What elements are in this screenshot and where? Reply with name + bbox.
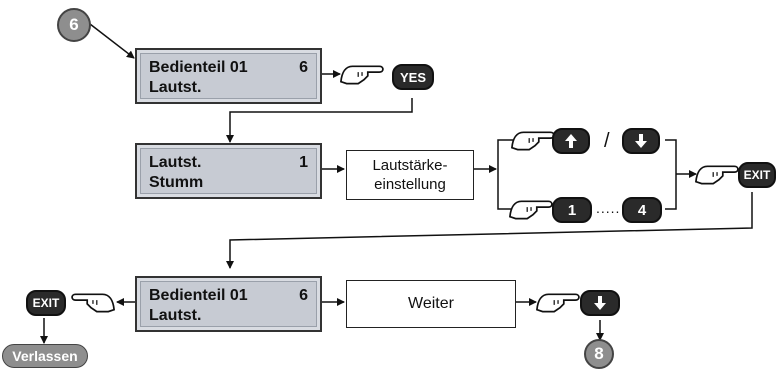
exit-destination-badge: Verlassen <box>2 344 88 368</box>
range-dots: ..... <box>596 200 621 216</box>
yes-key-label: YES <box>399 69 426 85</box>
hand-icon <box>695 165 739 185</box>
key-1-label: 1 <box>567 201 577 219</box>
lcd2-line2: Stumm <box>149 174 204 191</box>
slash-separator: / <box>604 130 610 152</box>
lcd-display-1: Bedienteil 01 6 Lautst. <box>135 48 322 104</box>
down-key-bottom[interactable] <box>580 290 620 316</box>
continue-box: Weiter <box>346 280 516 328</box>
lcd1-value: 6 <box>299 59 308 76</box>
continue-label: Weiter <box>408 295 454 312</box>
key-1[interactable]: 1 <box>552 197 592 223</box>
lcd3-line2: Lautst. <box>149 307 202 324</box>
lcd3-value: 6 <box>299 287 308 304</box>
hand-icon <box>536 293 580 313</box>
step-end-label: 8 <box>594 344 604 363</box>
yes-key[interactable]: YES <box>392 64 434 90</box>
lcd-display-2: Lautst. 1 Stumm <box>135 143 322 199</box>
step-start-label: 6 <box>69 15 79 34</box>
hand-icon <box>509 200 553 220</box>
exit-key-left[interactable]: EXIT <box>26 290 66 316</box>
arrow-down-icon <box>635 134 647 148</box>
hand-icon <box>511 131 555 151</box>
up-key[interactable] <box>552 128 590 154</box>
key-4[interactable]: 4 <box>622 197 662 223</box>
down-key[interactable] <box>622 128 660 154</box>
exit-key-label: EXIT <box>743 168 771 182</box>
hand-icon <box>71 293 115 313</box>
lcd1-line1: Bedienteil 01 <box>149 59 248 76</box>
lcd1-line2: Lautst. <box>149 79 202 96</box>
lcd-display-3: Bedienteil 01 6 Lautst. <box>135 276 322 332</box>
volume-setting-line2: einstellung <box>374 176 446 193</box>
arrow-up-icon <box>565 134 577 148</box>
lcd3-line1: Bedienteil 01 <box>149 287 248 304</box>
exit-destination-label: Verlassen <box>12 348 78 364</box>
hand-icon <box>340 65 384 85</box>
step-end-badge: 8 <box>584 339 614 369</box>
exit-key[interactable]: EXIT <box>738 162 776 188</box>
key-4-label: 4 <box>637 201 647 219</box>
volume-setting-line1: Lautstärke- <box>372 157 448 174</box>
volume-setting-box: Lautstärke- einstellung <box>346 150 474 200</box>
arrow-down-icon <box>594 296 606 310</box>
exit-key-left-label: EXIT <box>32 296 60 310</box>
step-start-badge: 6 <box>57 8 91 42</box>
lcd2-value: 1 <box>299 154 308 171</box>
lcd2-line1: Lautst. <box>149 154 202 171</box>
